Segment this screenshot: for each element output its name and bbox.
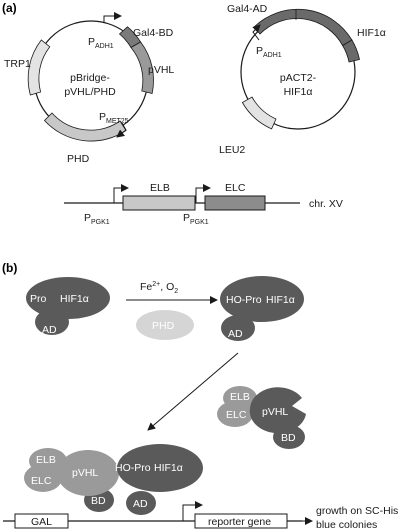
panel-b-label: (b)	[2, 261, 17, 275]
trp1-segment	[27, 39, 51, 96]
bound-complex: ELB ELC pVHL HO-Pro HIF1α BD AD	[24, 444, 203, 515]
reporter-gene-label: reporter gene	[208, 516, 271, 528]
product-ad-blob	[221, 315, 255, 341]
phd-label: PHD	[67, 153, 90, 165]
gal-label: GAL	[31, 516, 52, 528]
leu2-label: LEU2	[219, 144, 245, 156]
elb-label: ELB	[150, 182, 170, 194]
reporter-promoter-arrow	[182, 501, 203, 521]
cofactor-label: Fe2+, O2	[140, 281, 178, 295]
trp1-label: TRP1	[4, 58, 31, 70]
bound-pvhl-label: pVHL	[72, 467, 98, 479]
pgk1-label-1: PPGK1	[84, 212, 110, 226]
pmet25-promoter-arrow	[116, 122, 127, 138]
substrate-pro-label: Pro	[30, 293, 47, 305]
substrate-hif-complex: Pro HIF1α AD	[26, 277, 110, 336]
vhl-bd-label: BD	[281, 432, 296, 444]
pact2-padh1-label: PADH1	[256, 45, 282, 59]
phd-enzyme-blob	[136, 310, 194, 340]
bound-ad-blob	[126, 491, 156, 515]
bound-pvhl-blob	[57, 450, 119, 496]
bound-elc-label: ELC	[31, 475, 52, 487]
bound-bd-label: BD	[91, 495, 106, 507]
pact2-padh1-promoter-arrow	[252, 24, 261, 41]
product-hopro-tag	[223, 292, 232, 306]
substrate-hif-label: HIF1α	[60, 293, 89, 305]
chromosome-xv: ELB ELC PPGK1 PPGK1 chr. XV	[64, 182, 343, 226]
vhl-complex: ELB ELC pVHL BD	[217, 386, 306, 449]
plasmid-pbridge: pBridge- pVHL/PHD Gal4-BD pVHL TRP1 PHD …	[4, 12, 174, 165]
bound-elc-blob	[24, 464, 62, 492]
pgk1-promoter-arrow-2	[195, 184, 211, 203]
substrate-ad-label: AD	[42, 324, 57, 336]
vhl-pvhl-blob	[249, 387, 306, 434]
vhl-elc-blob	[217, 401, 253, 427]
substrate-hif-blob	[26, 277, 110, 319]
pgk1-promoter-arrow-1	[113, 184, 129, 203]
elc-gene-box	[204, 195, 266, 211]
product-hif-blob	[220, 276, 304, 322]
pvhl-segment	[130, 41, 154, 94]
pact2-name-line1: pACT2-	[280, 72, 317, 84]
plasmid-pact2: pACT2- HIF1α Gal4-AD HIF1α LEU2 PADH1	[219, 3, 386, 156]
hif-label: HIF1α	[357, 27, 386, 39]
product-ad-label: AD	[228, 328, 243, 340]
bound-ad-label: AD	[133, 498, 148, 510]
leu2-segment	[241, 96, 277, 130]
pmet25-label: PMET25	[99, 111, 129, 125]
reporter-construct: GAL reporter gene growth on SC-His blue …	[3, 501, 398, 531]
outcome-line2: blue colonies	[316, 519, 377, 531]
gal4ad-label: Gal4-AD	[227, 3, 268, 15]
bound-hopro-label: HO-Pro	[115, 462, 151, 474]
outcome-line1: growth on SC-His	[316, 505, 398, 517]
hif-segment-ext	[342, 39, 360, 63]
pbridge-name-line1: pBridge-	[70, 72, 110, 84]
vhl-elb-label: ELB	[230, 391, 250, 403]
chr-xv-label: chr. XV	[309, 198, 343, 210]
elc-label: ELC	[225, 182, 246, 194]
gal-box	[14, 513, 69, 529]
bound-hif-label: HIF1α	[154, 462, 183, 474]
product-hopro-label: HO-Pro	[226, 294, 262, 306]
pvhl-label: pVHL	[148, 64, 174, 76]
padh1-promoter-arrow	[103, 12, 122, 22]
panel-a-label: (a)	[2, 1, 17, 15]
pact2-name-line2: HIF1α	[284, 86, 313, 98]
pbridge-name-line2: pVHL/PHD	[64, 86, 116, 98]
bound-elb-label: ELB	[36, 454, 56, 466]
gal4bd-label: Gal4-BD	[133, 27, 174, 39]
vhl-elc-label: ELC	[226, 409, 247, 421]
binding-arrow	[147, 352, 239, 431]
vhl-pvhl-label: pVHL	[262, 406, 288, 418]
padh1-label: PADH1	[88, 36, 114, 50]
hif-segment	[253, 8, 353, 47]
reporter-gene-box	[194, 513, 288, 529]
product-hif-complex: HO-Pro HIF1α AD	[220, 276, 304, 341]
bound-hif-blob	[117, 444, 203, 492]
product-hif-label: HIF1α	[266, 294, 295, 306]
pgk1-label-2: PPGK1	[183, 212, 209, 226]
phd-enzyme-label: PHD	[152, 320, 175, 332]
elb-gene-box	[122, 195, 196, 211]
